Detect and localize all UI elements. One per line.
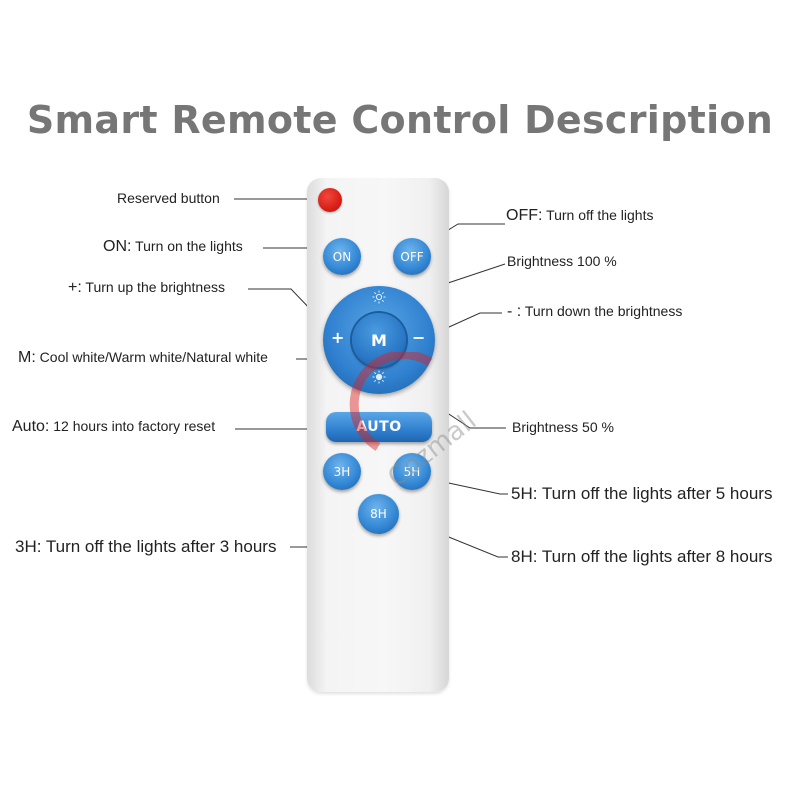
label-3h: 3H: Turn off the lights after 3 hours: [15, 537, 276, 557]
label-minus-text: Turn down the brightness: [521, 303, 682, 319]
label-5h-text: Turn off the lights after 5 hours: [537, 484, 772, 503]
on-button[interactable]: ON: [323, 238, 361, 275]
auto-button[interactable]: AUTO: [326, 412, 432, 442]
label-5h-key: 5H:: [511, 484, 537, 503]
plus-button[interactable]: +: [331, 328, 344, 347]
page-title: Smart Remote Control Description: [0, 98, 800, 142]
label-minus-key: - :: [507, 303, 521, 320]
8h-button[interactable]: 8H: [358, 494, 399, 534]
m-button[interactable]: M: [352, 313, 406, 367]
off-button[interactable]: OFF: [393, 238, 431, 275]
label-3h-text: Turn off the lights after 3 hours: [41, 537, 276, 556]
label-3h-key: 3H:: [15, 537, 41, 556]
label-off-key: OFF:: [506, 207, 542, 224]
label-minus: - : Turn down the brightness: [507, 303, 682, 321]
label-brightness-100-text: Brightness 100 %: [507, 253, 617, 269]
label-brightness-50: Brightness 50 %: [512, 419, 614, 435]
label-brightness-50-text: Brightness 50 %: [512, 419, 614, 435]
brightness-high-icon[interactable]: [372, 290, 386, 304]
label-brightness-100: Brightness 100 %: [507, 253, 617, 269]
label-8h-text: Turn off the lights after 8 hours: [537, 547, 772, 566]
label-off: OFF: Turn off the lights: [506, 207, 653, 225]
label-reserved: Reserved button: [117, 190, 220, 206]
label-5h: 5H: Turn off the lights after 5 hours: [511, 484, 772, 504]
label-plus: +: Turn up the brightness: [68, 279, 225, 297]
5h-button[interactable]: 5H: [393, 453, 431, 490]
3h-button[interactable]: 3H: [323, 453, 361, 490]
label-auto-key: Auto:: [12, 418, 49, 435]
label-on: ON: Turn on the lights: [103, 238, 243, 256]
label-off-text: Turn off the lights: [542, 207, 653, 223]
label-auto-text: 12 hours into factory reset: [49, 418, 215, 434]
label-plus-text: Turn up the brightness: [82, 279, 225, 295]
label-m-key: M:: [18, 349, 36, 366]
label-m: M: Cool white/Warm white/Natural white: [18, 349, 268, 367]
label-plus-key: +:: [68, 279, 82, 296]
label-on-key: ON:: [103, 238, 131, 255]
label-auto: Auto: 12 hours into factory reset: [12, 418, 215, 436]
minus-button[interactable]: −: [412, 328, 425, 347]
reserved-button[interactable]: [318, 188, 342, 212]
label-on-text: Turn on the lights: [131, 238, 242, 254]
label-reserved-text: Reserved button: [117, 190, 220, 206]
brightness-low-icon[interactable]: [372, 370, 386, 384]
label-m-text: Cool white/Warm white/Natural white: [36, 349, 268, 365]
label-8h-key: 8H:: [511, 547, 537, 566]
label-8h: 8H: Turn off the lights after 8 hours: [511, 547, 772, 567]
